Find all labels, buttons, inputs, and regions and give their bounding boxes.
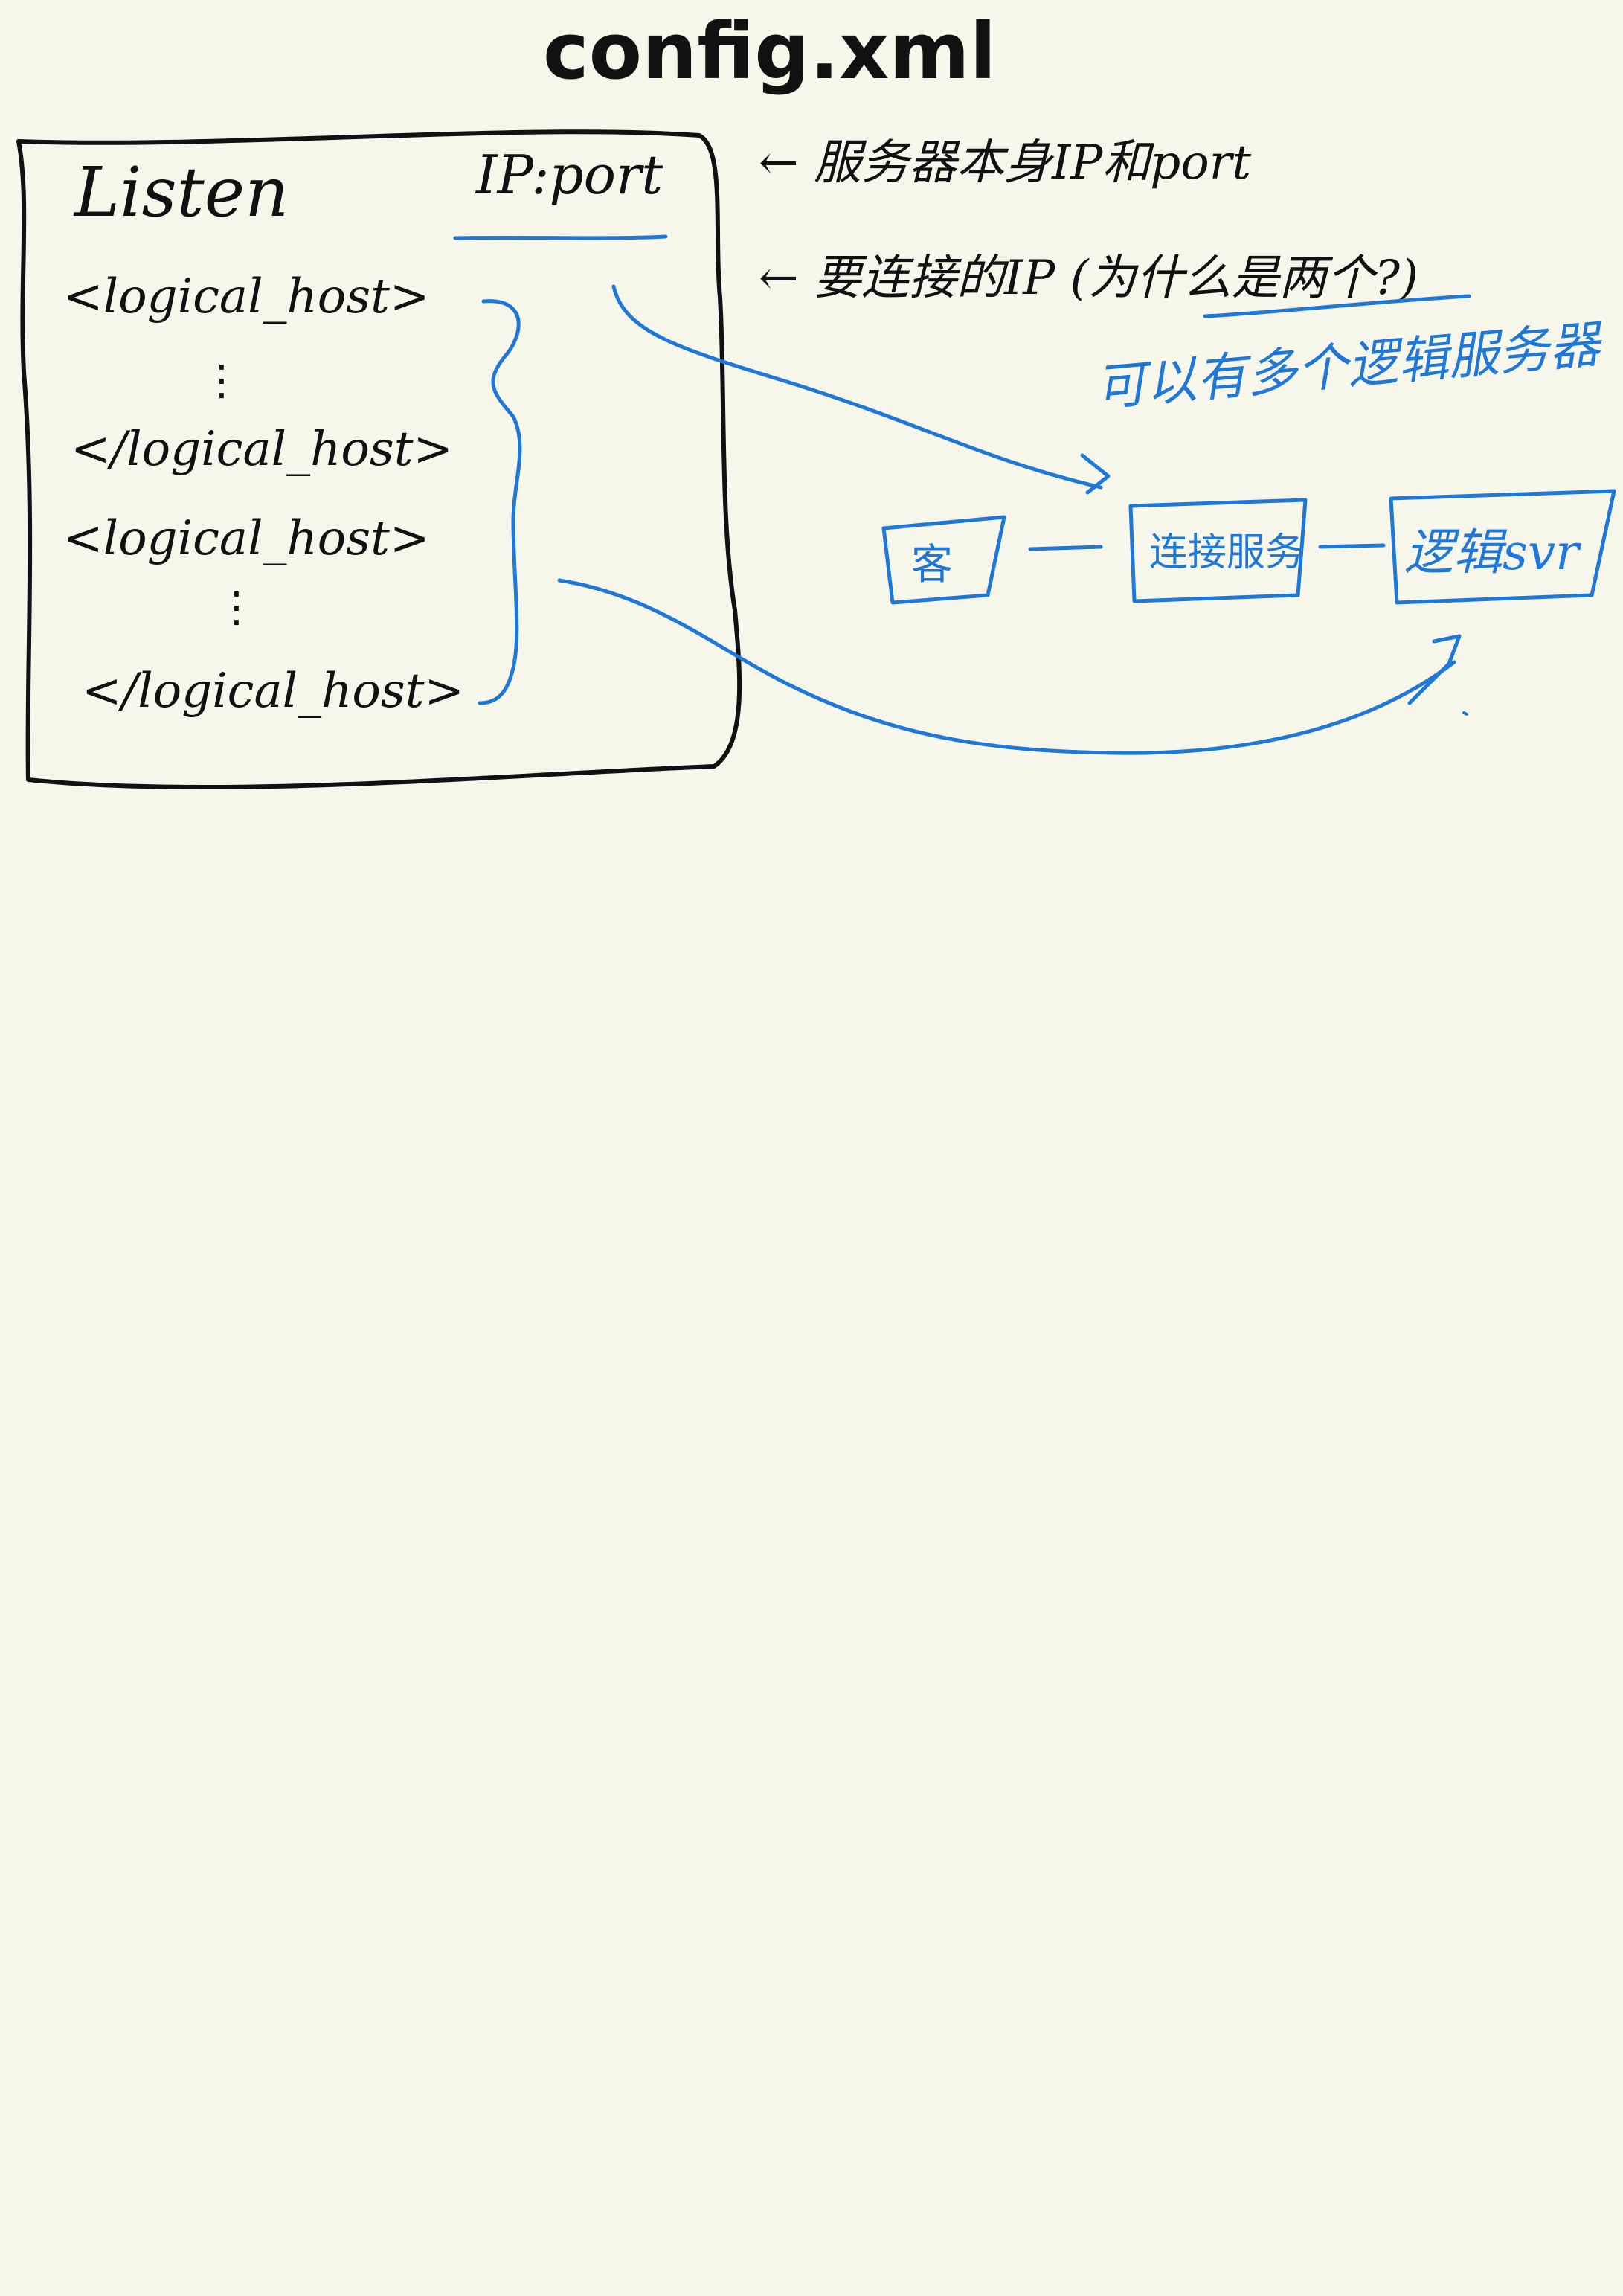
client-label: 客 (911, 541, 953, 589)
listen-annotation: ← 服务器本身IP和port (759, 135, 1251, 190)
ellipsis-2: ⋮ (216, 583, 257, 632)
logical-host-close-1: </logical_host> (71, 422, 453, 477)
ip-port-arrowhead (1080, 453, 1111, 495)
ink-dot (1462, 711, 1468, 716)
gateway-box (1128, 498, 1308, 603)
logical-host-close-2: </logical_host> (82, 664, 464, 719)
ip-port-label: IP:port (475, 144, 663, 206)
client-gateway-connector (1028, 545, 1103, 551)
ip-port-annotation: ← 要连接的IP (为什么是两个?) (759, 251, 1418, 306)
ellipsis-1: ⋮ (201, 356, 242, 405)
gateway-logic-connector (1318, 543, 1386, 549)
logical-host-to-logic-server-arrow (557, 578, 1456, 755)
config-box-outline (16, 129, 742, 790)
ip-port-underline (453, 234, 668, 240)
logic-server-label: 逻辑svr (1404, 524, 1581, 581)
ip-port-to-gateway-arrow (611, 284, 1103, 490)
client-box (881, 515, 1006, 605)
logic-server-arrowhead (1407, 634, 1462, 705)
listen-label: Listen (73, 153, 289, 232)
logical-host-open-2: <logical_host> (63, 511, 429, 566)
gateway-label: 连接服务 (1149, 530, 1304, 575)
why-two-underline (1203, 294, 1471, 318)
multi-logic-annotation: 可以有多个逻辑服务器 (1093, 315, 1607, 417)
logic-server-box (1389, 489, 1616, 605)
logical-host-open-1: <logical_host> (63, 269, 429, 324)
page-title: config.xml (543, 6, 996, 97)
logical-hosts-brace (478, 299, 522, 705)
